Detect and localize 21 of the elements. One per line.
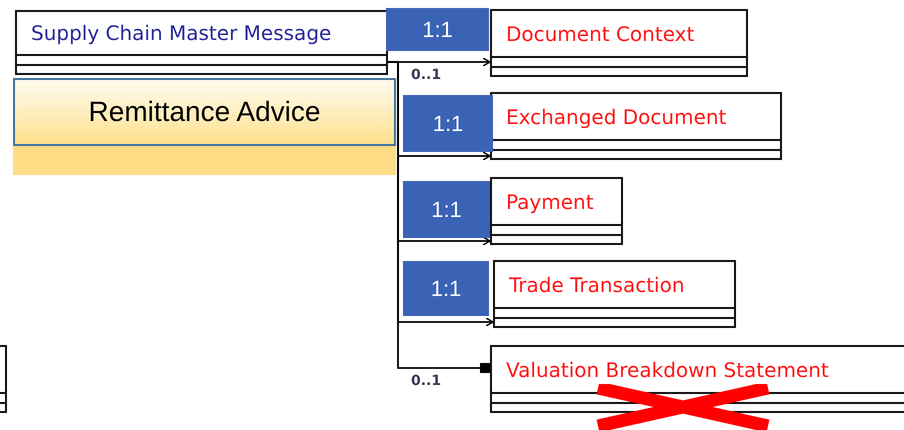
class-box <box>493 260 736 328</box>
connector-line <box>388 61 490 373</box>
class-name: Payment <box>506 188 594 216</box>
cardinality-tag: 1:1 <box>403 181 490 238</box>
class-name: Valuation Breakdown Statement <box>506 356 829 384</box>
cardinality-tag: 1:1 <box>386 8 489 51</box>
class-name: Supply Chain Master Message <box>31 20 332 47</box>
cardinality-tag: 1:1 <box>403 261 489 316</box>
multiplicity-label: 0..1 <box>410 374 442 388</box>
class-box <box>490 9 748 77</box>
class-box <box>490 177 623 245</box>
message-banner <box>13 78 396 175</box>
class-name: Exchanged Document <box>506 104 726 130</box>
message-title: Remittance Advice <box>88 95 320 129</box>
class-name: Trade Transaction <box>509 272 685 298</box>
class-box <box>15 10 388 75</box>
cardinality-tag: 1:1 <box>403 95 493 152</box>
class-box <box>490 92 782 160</box>
class-box <box>490 345 904 413</box>
class-name: Document Context <box>506 20 694 48</box>
multiplicity-label: 0..1 <box>410 68 442 82</box>
